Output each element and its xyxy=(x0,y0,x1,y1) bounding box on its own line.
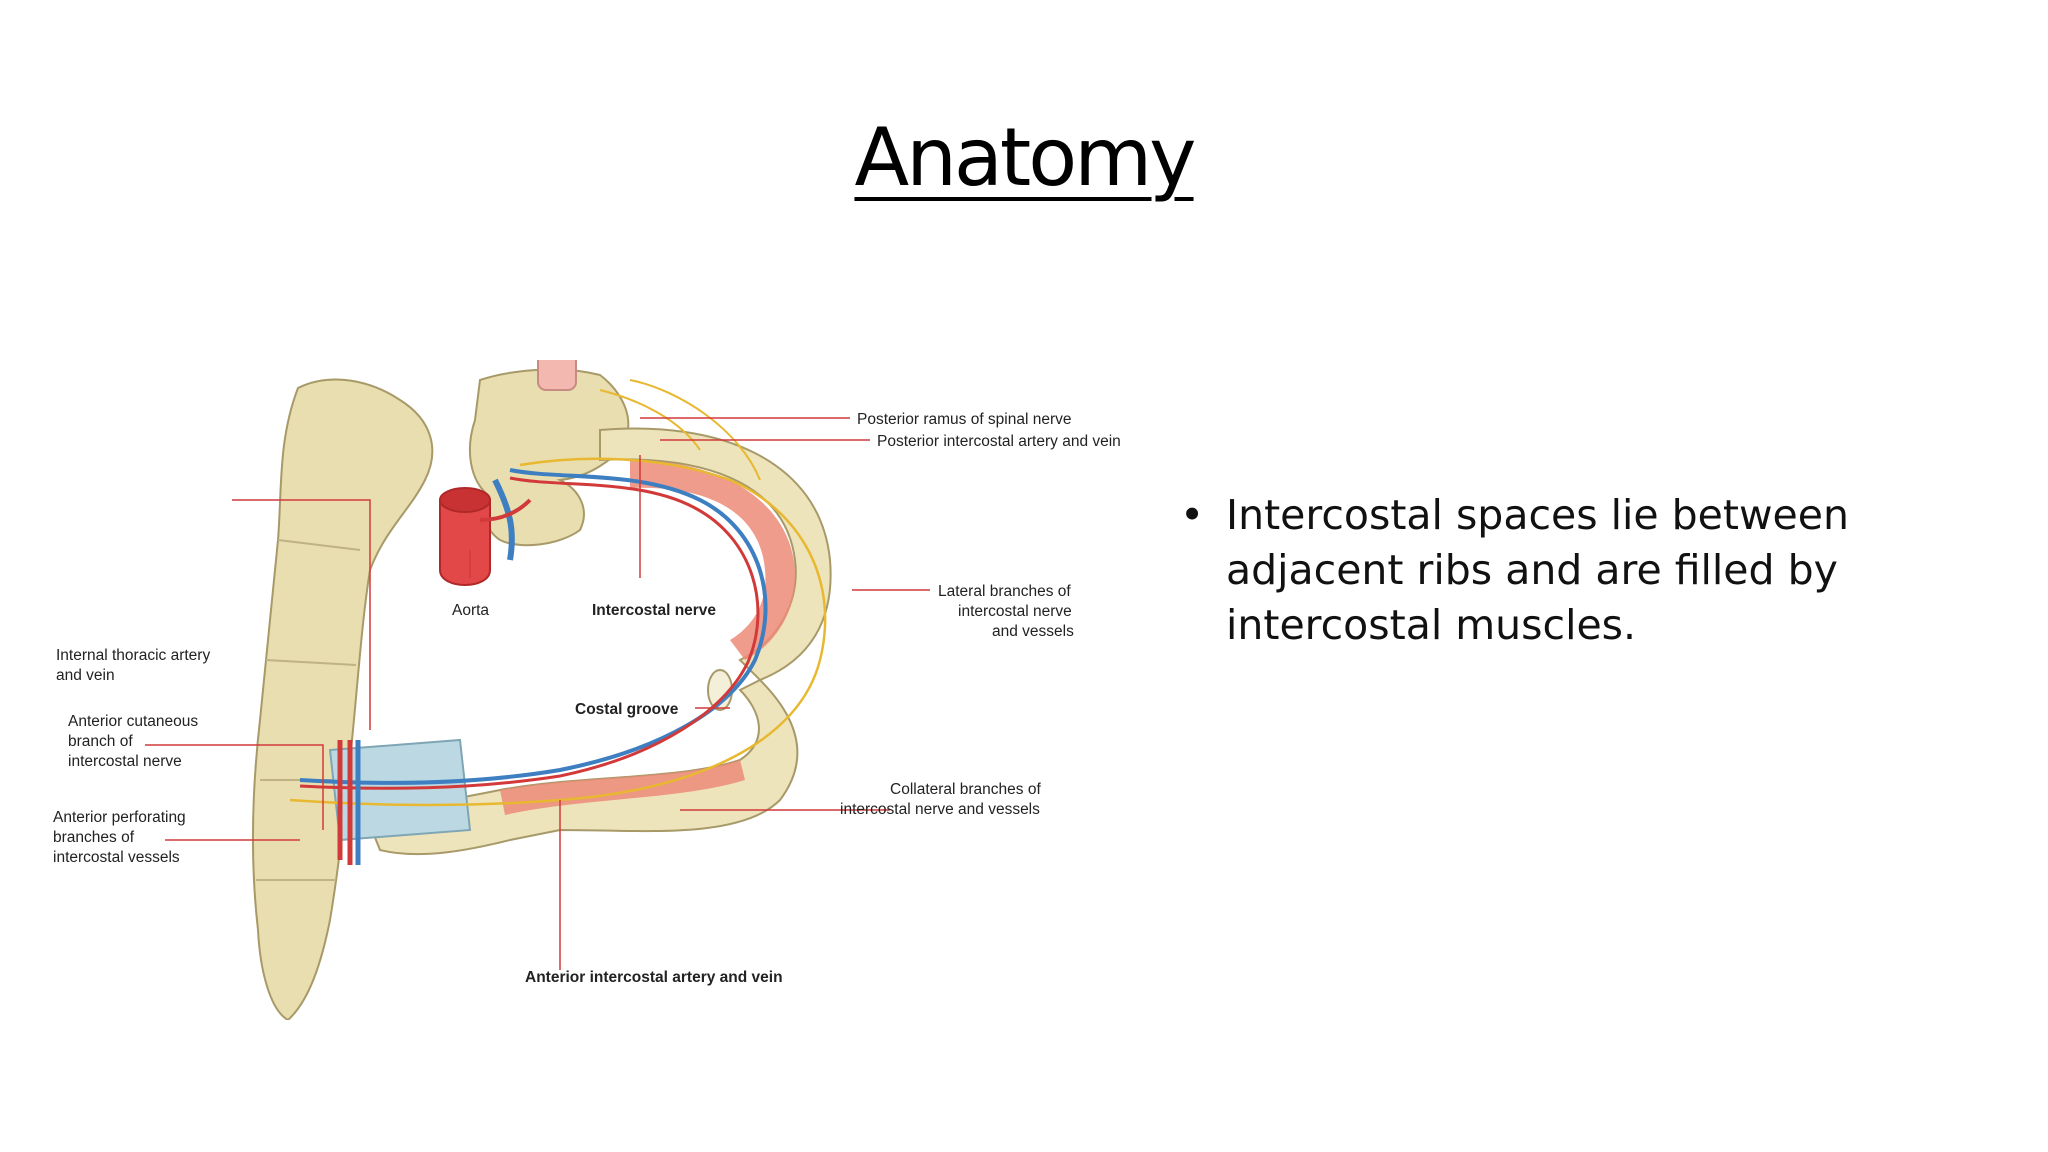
label-ant-cutaneous-1: Anterior cutaneous xyxy=(68,713,198,730)
label-internal-thoracic-1: Internal thoracic artery xyxy=(56,647,210,664)
costal-cartilage xyxy=(328,738,472,842)
bullet-list: • Intercostal spaces lie between adjacen… xyxy=(1180,488,1900,653)
label-ant-perforating-1: Anterior perforating xyxy=(53,809,186,826)
bullet-marker: • xyxy=(1180,491,1205,539)
label-posterior-ramus: Posterior ramus of spinal nerve xyxy=(857,411,1072,428)
label-ant-cutaneous-2: branch of xyxy=(68,733,133,750)
label-anterior-intercostal: Anterior intercostal artery and vein xyxy=(525,969,783,986)
aorta-vessel xyxy=(439,487,491,586)
label-collateral-2: intercostal nerve and vessels xyxy=(840,801,1040,818)
intercostal-anatomy-figure: Posterior ramus of spinal nerve Posterio… xyxy=(40,360,1150,1020)
anatomy-illustration: Posterior ramus of spinal nerve Posterio… xyxy=(53,360,1121,1020)
label-intercostal-nerve: Intercostal nerve xyxy=(592,602,716,619)
label-internal-thoracic-2: and vein xyxy=(56,667,115,684)
slide-title-text: Anatomy xyxy=(854,111,1196,204)
bullet-item: • Intercostal spaces lie between adjacen… xyxy=(1180,488,1900,653)
slide-title: Anatomy xyxy=(0,118,2048,198)
sternum xyxy=(251,378,434,1020)
label-lateral-3: and vessels xyxy=(992,623,1074,640)
label-aorta: Aorta xyxy=(452,602,489,619)
label-lateral-2: intercostal nerve xyxy=(958,603,1072,620)
label-ant-cutaneous-3: intercostal nerve xyxy=(68,753,182,770)
intercostal-muscle xyxy=(630,460,796,660)
leader-lines xyxy=(145,417,930,970)
label-posterior-intercostal: Posterior intercostal artery and vein xyxy=(877,433,1121,450)
label-collateral-1: Collateral branches of xyxy=(890,781,1041,798)
bullet-text: Intercostal spaces lie between adjacent … xyxy=(1226,491,1849,649)
label-costal-groove: Costal groove xyxy=(575,701,679,718)
label-lateral-1: Lateral branches of xyxy=(938,583,1071,600)
label-ant-perforating-3: intercostal vessels xyxy=(53,849,180,866)
label-ant-perforating-2: branches of xyxy=(53,829,135,846)
